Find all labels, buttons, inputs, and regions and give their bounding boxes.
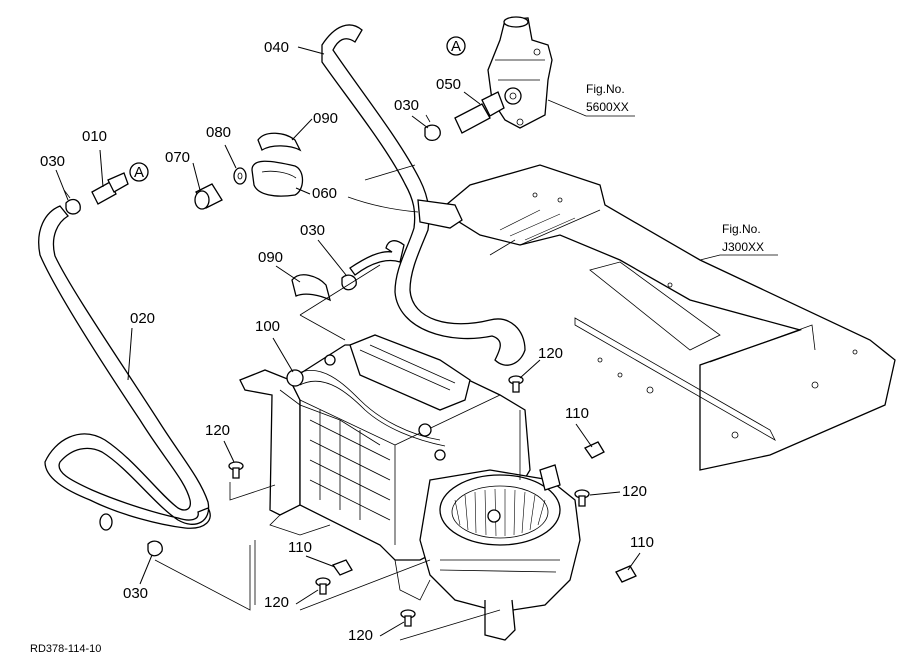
callout-120-d: 120 (264, 594, 289, 611)
reference-marks: AA (129, 36, 466, 182)
clamp-030-b (424, 114, 441, 142)
mark-a-1-letter: A (134, 164, 144, 181)
callout-020: 020 (130, 310, 155, 327)
callout-100: 100 (255, 318, 280, 335)
drawing-reference-number: RD378-114-10 (30, 643, 101, 655)
callout-030-a: 030 (40, 153, 65, 170)
hose-020 (38, 205, 211, 531)
holder-060 (251, 160, 304, 197)
callout-080: 080 (206, 124, 231, 141)
callout-120-a: 120 (538, 345, 563, 362)
hose-elbow (349, 240, 405, 276)
callout-070: 070 (165, 149, 190, 166)
callout-040: 040 (264, 39, 289, 56)
clamp-030-d (147, 540, 163, 557)
bolt-120-c (574, 489, 590, 507)
valve-assembly (487, 16, 553, 129)
mark-a-2-circle (446, 36, 466, 56)
clamp-band-090-b (291, 274, 331, 302)
fig-5600: Fig.No. 5600XX (586, 82, 629, 114)
callout-090-a: 090 (313, 110, 338, 127)
fig-j300-number: J300XX (722, 240, 764, 254)
callout-120-c: 120 (622, 483, 647, 500)
callout-030-c: 030 (300, 222, 325, 239)
fig-j300: Fig.No. J300XX (722, 222, 764, 254)
plug-070 (194, 183, 223, 210)
leader-lines (55, 46, 778, 641)
callout-030-d: 030 (123, 585, 148, 602)
bracket-clip (417, 199, 463, 229)
fig-5600-title: Fig.No. (586, 82, 625, 96)
bolt-120-a (508, 375, 524, 393)
callout-030-b: 030 (394, 97, 419, 114)
nut-110-b (331, 559, 353, 576)
callout-110-b: 110 (288, 539, 312, 556)
bolt-120-d (315, 577, 331, 595)
nut-110-c (615, 565, 637, 583)
clamp-030-a (63, 189, 81, 215)
fitting-010 (91, 172, 129, 205)
callout-090-b: 090 (258, 249, 283, 266)
callout-010: 010 (82, 128, 107, 145)
fig-j300-title: Fig.No. (722, 222, 761, 236)
fig-5600-number: 5600XX (586, 100, 629, 114)
nut-110-a (584, 441, 605, 459)
callout-050: 050 (436, 76, 461, 93)
cable-tie (347, 196, 419, 213)
fitting-050 (454, 91, 505, 134)
clamp-band-090-a (257, 132, 302, 152)
callout-110-a: 110 (565, 405, 589, 422)
bolt-120-e (400, 609, 416, 627)
callout-060: 060 (312, 185, 337, 202)
mark-a-1-circle (129, 162, 149, 182)
mark-a-2-letter: A (451, 38, 461, 55)
callout-120-b: 120 (205, 422, 230, 439)
callout-120-e: 120 (348, 627, 373, 644)
bolt-120-b (228, 461, 244, 479)
callout-110-c: 110 (630, 534, 654, 551)
mark-a-2: A (446, 36, 466, 56)
blower-housing (419, 464, 581, 641)
callout-labels: 040 010 030 070 080 090 060 030 050 030 090 020 100 1… (40, 39, 654, 644)
hose-040 (321, 24, 526, 366)
figure-references: Fig.No. 5600XX Fig.No. J300XX (586, 82, 764, 254)
frame-plate (438, 164, 896, 471)
mark-a-1: A (129, 162, 149, 182)
washer-080 (233, 167, 247, 185)
